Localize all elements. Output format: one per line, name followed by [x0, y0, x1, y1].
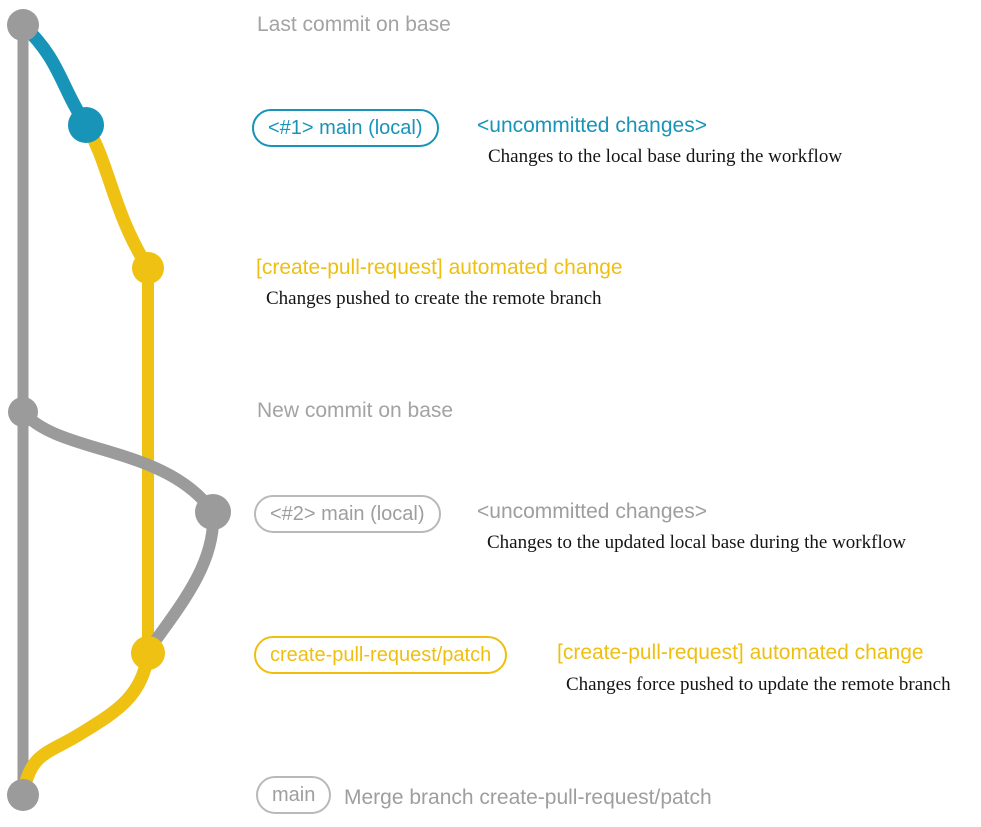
uncommitted-changes-desc-2: Changes to the updated local base during…	[487, 532, 906, 553]
branch-label-main-local-2: <#2> main (local)	[254, 495, 441, 533]
commit-dot-local-main-2	[195, 494, 231, 530]
branch-label-main: main	[256, 776, 332, 814]
local-main-2-force-push-line	[144, 506, 220, 654]
automated-change-title-1: [create-pull-request] automated change	[256, 256, 623, 279]
pull-request-merge-line	[16, 646, 155, 802]
automated-change-desc-1: Changes pushed to create the remote bran…	[266, 288, 602, 309]
pull-request-branch-line-upper	[79, 118, 155, 275]
branch-label-main-local-1: <#1> main (local)	[252, 109, 439, 147]
commit-dot-new-commit-on-base	[8, 397, 38, 427]
uncommitted-changes-desc-1: Changes to the local base during the wor…	[488, 146, 843, 167]
commit-dot-local-main-1	[68, 107, 104, 143]
automated-change-desc-2: Changes force pushed to update the remot…	[566, 674, 951, 695]
commit-dot-last-commit-on-base	[7, 9, 39, 41]
last-commit-on-base-label: Last commit on base	[257, 13, 451, 36]
automated-change-title-2: [create-pull-request] automated change	[557, 641, 924, 664]
uncommitted-changes-label-1: <uncommitted changes>	[477, 114, 707, 137]
merge-commit-message: Merge branch create-pull-request/patch	[344, 786, 712, 809]
branch-label-create-pull-request-patch: create-pull-request/patch	[254, 636, 508, 674]
commit-dot-merge-commit	[7, 779, 39, 811]
new-commit-on-base-label: New commit on base	[257, 399, 454, 422]
commit-dot-automated-change-2	[131, 636, 165, 670]
commit-dot-automated-change-1	[132, 252, 164, 284]
local-main-2-branch-line	[17, 406, 219, 518]
uncommitted-changes-label-2: <uncommitted changes>	[477, 500, 707, 523]
